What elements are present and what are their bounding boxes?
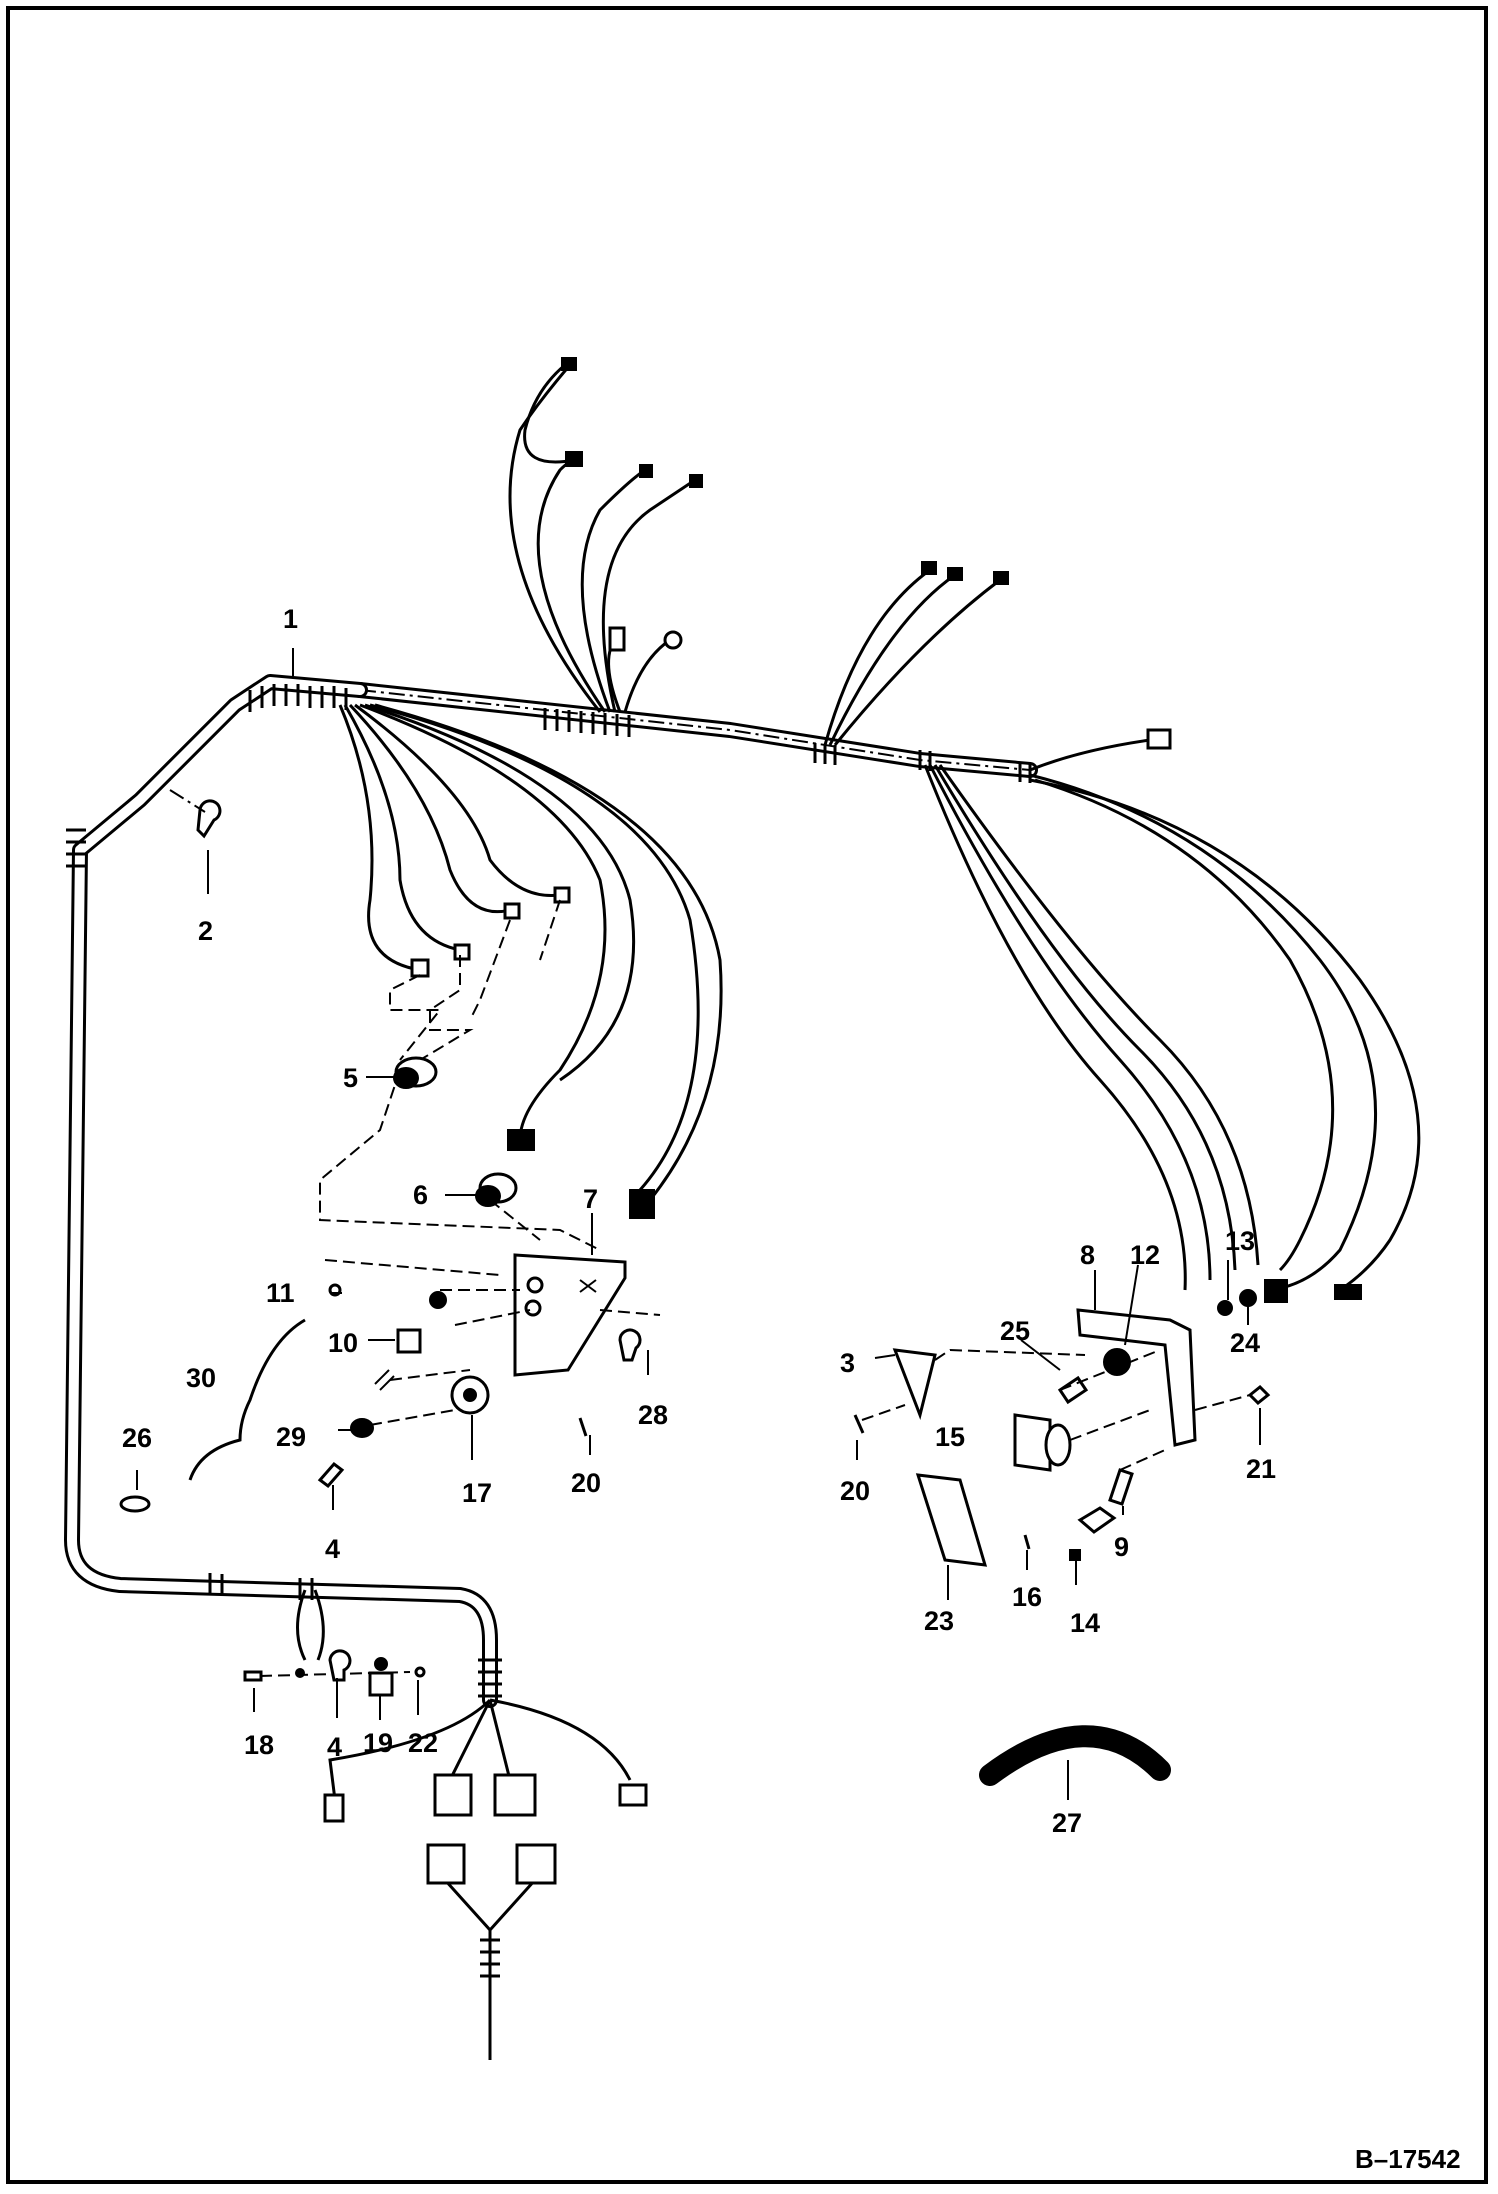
bracket-8 (1076, 1308, 1197, 1447)
bracket-9 (1077, 1506, 1117, 1534)
ring-terminal (947, 567, 963, 581)
callout-28: 28 (638, 1400, 668, 1430)
connector-plug (618, 1783, 648, 1807)
callout-16: 16 (1012, 1582, 1042, 1612)
callout-13: 13 (1225, 1226, 1255, 1256)
connector-plug (433, 1773, 473, 1817)
clip-4 (328, 1649, 352, 1682)
clip-28 (618, 1328, 642, 1362)
ring-terminal (565, 451, 583, 467)
callout-18: 18 (244, 1730, 274, 1760)
connector-plug (629, 1189, 655, 1219)
reflector-3 (892, 1348, 937, 1420)
corrugated-sleeve (66, 684, 1032, 1698)
clip-4 (317, 1461, 345, 1489)
diagram-border (6, 6, 1488, 2184)
left-wire-bundle (319, 703, 723, 1251)
callout-12: 12 (1130, 1240, 1160, 1270)
callout-24: 24 (1230, 1328, 1260, 1358)
nut-22 (414, 1666, 426, 1678)
connector-plug (493, 1773, 537, 1817)
callout-11: 11 (266, 1278, 295, 1308)
ring-terminal (993, 571, 1009, 585)
callout-21: 21 (1246, 1454, 1276, 1484)
callout-15: 15 (935, 1422, 965, 1452)
ring-terminal (639, 464, 653, 478)
nut-14 (1069, 1549, 1081, 1561)
connector-plug (507, 1129, 535, 1151)
boot-29 (350, 1418, 374, 1438)
relay-10 (396, 1328, 422, 1354)
callout-17: 17 (462, 1478, 492, 1508)
callout-20: 20 (571, 1468, 601, 1498)
callout-4: 4 (325, 1534, 340, 1564)
lens-23 (915, 1473, 988, 1567)
ring-terminal (689, 474, 703, 488)
upper-wire-bundle (508, 357, 703, 713)
harness-clip (196, 799, 222, 839)
callout-22: 22 (408, 1728, 438, 1758)
callout-19: 19 (363, 1728, 393, 1758)
callout-29: 29 (276, 1422, 306, 1452)
figure-code: B–17542 (1355, 2144, 1461, 2174)
callout-8: 8 (1080, 1240, 1095, 1270)
ring-terminal (561, 357, 577, 371)
callout-30: 30 (186, 1363, 216, 1393)
connector-plug (1146, 728, 1172, 750)
grommet-26 (119, 1495, 151, 1513)
ring-terminal (503, 902, 521, 920)
ring-terminal (553, 886, 571, 904)
callout-7: 7 (583, 1184, 598, 1214)
right-wire-bundle (923, 764, 1421, 1303)
leader-lines (136, 648, 1261, 1800)
connector-plug (1264, 1279, 1288, 1303)
ring-terminal (663, 630, 683, 650)
bulb-25 (1057, 1375, 1089, 1405)
screw-18 (243, 1670, 263, 1682)
callout-6: 6 (413, 1180, 428, 1210)
callout-3: 3 (840, 1348, 855, 1378)
screw-21 (1247, 1384, 1271, 1406)
callout-25: 25 (1000, 1316, 1030, 1346)
ring-terminal (453, 943, 471, 961)
main-harness (64, 674, 1038, 2060)
washer-24 (1239, 1289, 1257, 1307)
middle-wire-bundle (823, 561, 1172, 772)
ring-terminal (410, 958, 430, 978)
callout-20b: 20 (840, 1476, 870, 1506)
lamp-15 (1013, 1413, 1052, 1472)
callout-27: 27 (1052, 1808, 1082, 1838)
connector-plug (323, 1793, 345, 1823)
connector-plug (426, 1843, 466, 1885)
switch-knob (393, 1067, 419, 1089)
connector-plug (515, 1843, 557, 1885)
callout-9: 9 (1114, 1532, 1129, 1562)
callout-26: 26 (122, 1423, 152, 1453)
callout-labels: 1 2 3 4 4 5 6 7 8 9 10 11 12 13 14 15 16… (122, 604, 1276, 1838)
ring-terminal (921, 561, 937, 575)
callout-23: 23 (924, 1606, 954, 1636)
callout-2: 2 (198, 916, 213, 946)
callout-10: 10 (328, 1328, 358, 1358)
callout-1: 1 (283, 604, 298, 634)
callout-5: 5 (343, 1063, 358, 1093)
right-bracket-assembly (853, 1289, 1271, 1786)
relay-19 (368, 1671, 394, 1697)
socket-12 (1103, 1348, 1131, 1376)
ring-terminal (608, 626, 626, 652)
nut-13 (1217, 1300, 1233, 1316)
callout-14: 14 (1070, 1608, 1100, 1638)
callout-4b: 4 (327, 1732, 342, 1762)
left-panel-assembly (119, 789, 661, 1697)
connector-plug (1334, 1284, 1362, 1300)
grommet (429, 1291, 447, 1309)
